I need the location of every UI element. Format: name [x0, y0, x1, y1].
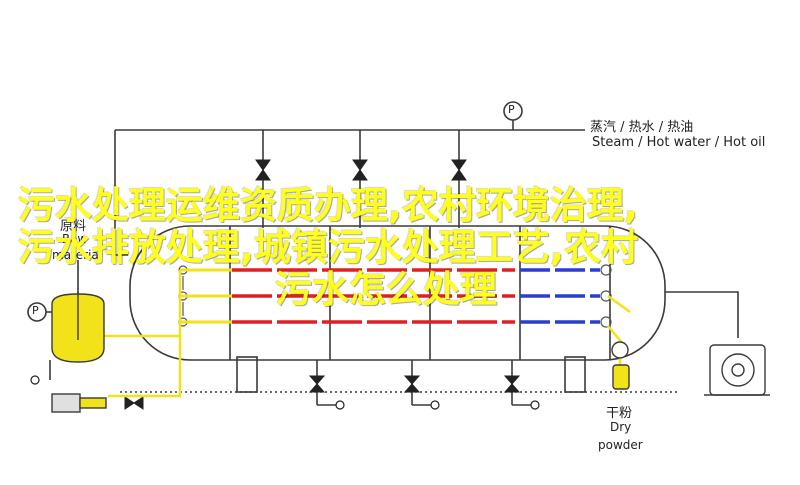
feed-pump — [51, 393, 81, 413]
dry-powder-label-cn: 干粉 — [606, 406, 633, 421]
overlay-text-line-2: 污水排放处理,城镇污水处理工艺,农村 — [18, 226, 639, 269]
gauge-label: P — [32, 304, 39, 317]
steam-label-cn: 蒸汽 / 热水 / 热油 — [590, 120, 694, 135]
vessel-support — [564, 356, 586, 393]
valve-icon — [124, 396, 144, 410]
dryer-vessel — [129, 225, 666, 361]
overlay-text-line-3: 污水怎么处理 — [275, 268, 497, 311]
valve-icon — [352, 159, 368, 181]
dry-powder-label-en: powder — [598, 438, 643, 452]
raw-material-label-cn: 原料 — [60, 219, 87, 234]
dry-powder-receiver — [612, 364, 630, 390]
steam-header-pipe — [114, 129, 585, 256]
gauge-label: P — [508, 103, 515, 116]
valve-icon — [451, 159, 467, 181]
pressure-gauge — [503, 101, 523, 121]
raw-material-pipe — [100, 334, 182, 398]
valve-icon — [503, 375, 521, 393]
steam-label-en: Steam / Hot water / Hot oil — [592, 135, 766, 150]
vessel-support — [236, 356, 258, 393]
overlay-text-line-1: 污水处理运维资质办理,农村环境治理, — [18, 184, 639, 227]
valve-icon — [403, 375, 421, 393]
valve-icon — [255, 159, 271, 181]
dry-powder-label-en: Dry — [610, 420, 632, 434]
raw-material-label-en: Raw — [62, 232, 88, 246]
raw-material-label-en: material — [52, 248, 103, 262]
valve-icon — [308, 375, 326, 393]
